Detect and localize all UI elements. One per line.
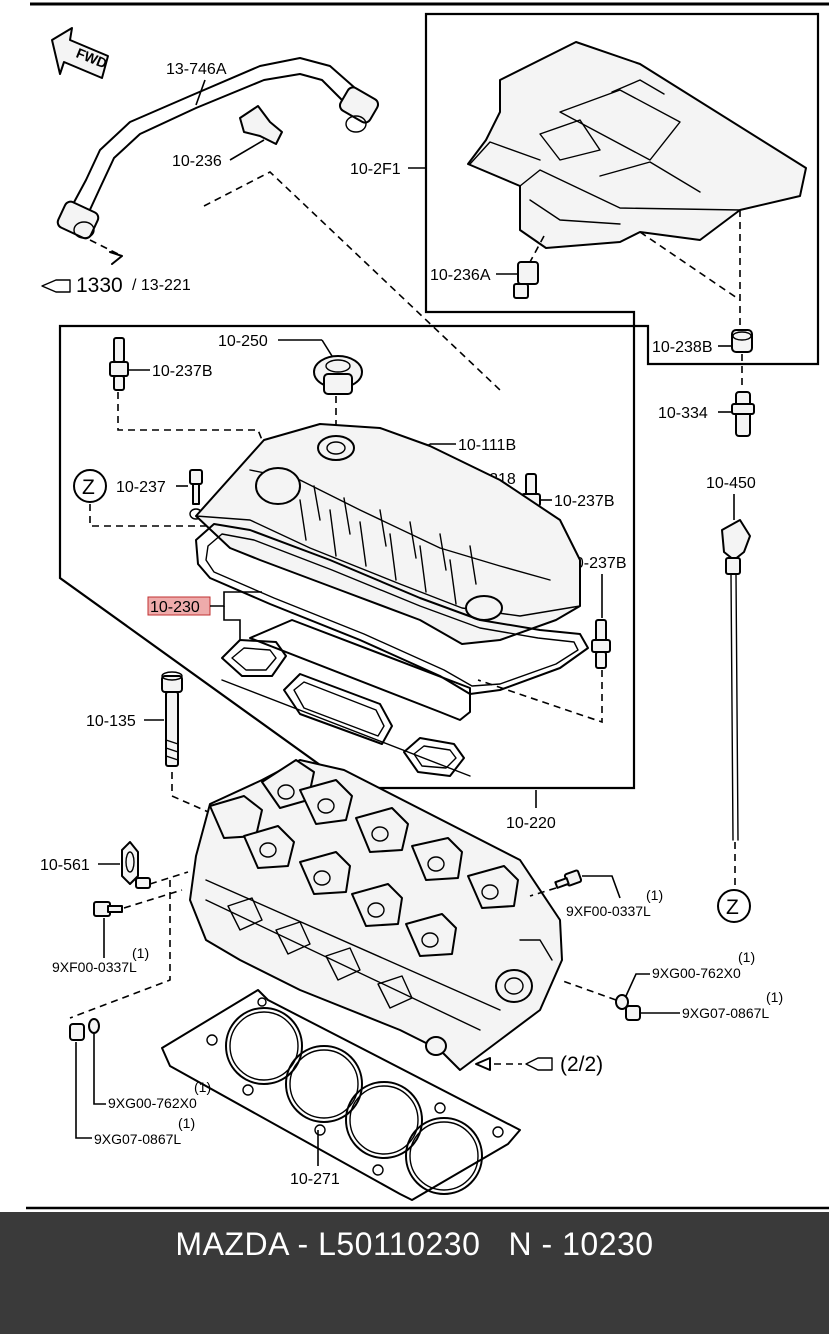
hose-clip bbox=[239, 105, 283, 145]
z-marker-left bbox=[73, 469, 107, 503]
label-9xf00-left: 9XF00-0337L bbox=[52, 959, 137, 975]
bolt-xf00-left bbox=[93, 901, 123, 917]
label-13-221: / 13-221 bbox=[132, 277, 191, 294]
part-number-footer: MAZDA - L50110230 N - 10230 bbox=[0, 1212, 829, 1334]
cover-box bbox=[424, 12, 820, 366]
head-cover-gasket bbox=[195, 523, 589, 695]
label-qty-xg00-left: (1) bbox=[194, 1079, 211, 1095]
parts-diagram: FWD 13-746A 10-236 1330 / 13-221 10-2F1 bbox=[26, 2, 829, 1210]
plug-xg07-left bbox=[69, 1023, 85, 1041]
reference-hand-icon bbox=[41, 279, 71, 293]
bracket-334 bbox=[731, 391, 755, 437]
bolt-xf00-right bbox=[554, 869, 583, 889]
label-qty-xf00-left: (1) bbox=[132, 945, 149, 961]
label-10-236: 10-236 bbox=[172, 153, 222, 170]
label-z-right: Z bbox=[726, 896, 739, 919]
fwd-arrow-icon: FWD bbox=[51, 27, 110, 79]
label-10-2f1: 10-2F1 bbox=[350, 161, 401, 178]
plug-hole-seals bbox=[221, 619, 471, 777]
label-qty-xg07-left: (1) bbox=[178, 1115, 195, 1131]
cover-clip bbox=[513, 261, 539, 299]
z-marker-right bbox=[717, 889, 751, 923]
label-1330: 1330 bbox=[76, 274, 123, 297]
bolt-237b-right bbox=[591, 619, 611, 669]
label-10-561: 10-561 bbox=[40, 857, 90, 874]
label-9xg07-right: 9XG07-0867L bbox=[682, 1005, 769, 1021]
label-z-left: Z bbox=[82, 476, 95, 499]
label-10-450: 10-450 bbox=[706, 475, 756, 492]
label-9xg07-left: 9XG07-0867L bbox=[94, 1131, 181, 1147]
label-10-111b: 10-111B bbox=[458, 437, 516, 454]
label-10-135: 10-135 bbox=[86, 713, 136, 730]
plug-xg07-right bbox=[625, 1005, 641, 1021]
engine-hanger-561 bbox=[121, 841, 151, 889]
label-9xg00-right: 9XG00-762X0 bbox=[652, 965, 741, 981]
label-qty-xg07-right: (1) bbox=[766, 989, 783, 1005]
label-qty-xf00-right: (1) bbox=[646, 887, 663, 903]
label-10-237b-mid: 10-237B bbox=[554, 493, 615, 510]
cylinder-head bbox=[189, 759, 563, 1071]
oil-filler-cap bbox=[313, 355, 363, 395]
label-9xg00-left: 9XG00-762X0 bbox=[108, 1095, 197, 1111]
dipstick bbox=[721, 519, 751, 841]
label-qty-xg00-right: (1) bbox=[738, 949, 755, 965]
insulator-238b bbox=[731, 329, 753, 353]
label-2-2: (2/2) bbox=[560, 1053, 603, 1076]
label-9xf00-right: 9XF00-0337L bbox=[566, 903, 651, 919]
head-gasket bbox=[161, 989, 521, 1201]
bolt-237 bbox=[189, 469, 203, 520]
label-10-238b: 10-238B bbox=[652, 339, 713, 356]
plug-xg00-left bbox=[88, 1018, 100, 1034]
cylinder-head-cover bbox=[195, 423, 581, 645]
reference-hand-icon-2 bbox=[525, 1057, 553, 1071]
head-cover-box bbox=[58, 324, 636, 790]
label-10-237: 10-237 bbox=[116, 479, 166, 496]
bolt-237b-left bbox=[109, 337, 129, 391]
engine-cover bbox=[467, 41, 807, 249]
label-10-334: 10-334 bbox=[658, 405, 708, 422]
label-10-271: 10-271 bbox=[290, 1171, 340, 1188]
label-10-250: 10-250 bbox=[218, 333, 268, 350]
plug-xg00-right bbox=[615, 994, 629, 1010]
label-13-746a: 13-746A bbox=[166, 61, 227, 78]
breather-hose bbox=[56, 57, 380, 240]
label-10-236a: 10-236A bbox=[430, 267, 491, 284]
label-10-230: 10-230 bbox=[150, 599, 200, 616]
head-bolt-135 bbox=[161, 671, 183, 767]
label-10-220: 10-220 bbox=[506, 815, 556, 832]
label-10-237b-right: 10-237B bbox=[566, 555, 627, 572]
label-10-237b-left: 10-237B bbox=[152, 363, 213, 380]
part-number-text: MAZDA - L50110230 N - 10230 bbox=[175, 1226, 654, 1262]
